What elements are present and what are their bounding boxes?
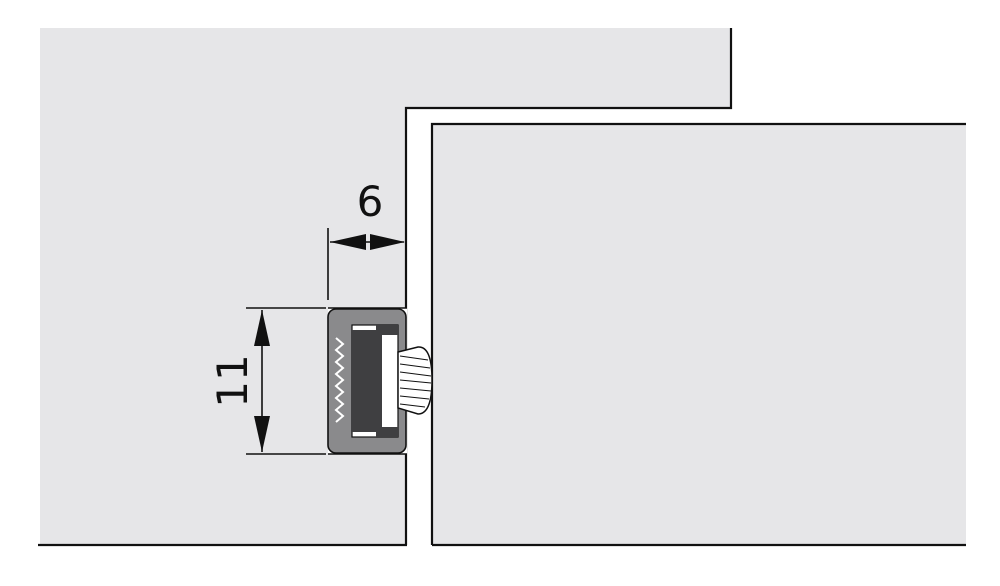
- seal-fin-line-4: [399, 379, 432, 384]
- frame-panel: [40, 28, 731, 545]
- height-dimension: 11: [208, 307, 326, 455]
- seal-fin-line-6: [399, 395, 430, 400]
- seal-strip-cap-top: [376, 325, 398, 335]
- seal-fin-line-5: [399, 387, 432, 392]
- height-dimension-label: 11: [208, 354, 257, 407]
- width-arrow-right: [370, 234, 405, 250]
- seal-strip-cap-bottom: [376, 427, 398, 437]
- seal-fin-line-2: [399, 363, 431, 369]
- seal-strip-inner: [382, 335, 392, 427]
- width-dimension: 6: [327, 177, 405, 300]
- seal-profile: [327, 308, 407, 454]
- height-arrow-bottom: [254, 416, 270, 452]
- seal-fin-shape: [397, 346, 433, 415]
- door-outline: [430, 122, 966, 545]
- height-arrow-top: [254, 310, 270, 346]
- seal-barbs: [334, 337, 345, 423]
- seal-fin-line-1: [399, 355, 429, 361]
- seal-fin-line-7: [399, 403, 426, 408]
- seal-dark-strip: [352, 330, 382, 432]
- width-arrow-left: [330, 234, 366, 250]
- door-panel: [432, 124, 966, 545]
- seal-fin: [397, 346, 433, 415]
- seal-fin-line-3: [399, 371, 432, 377]
- width-dimension-label: 6: [357, 177, 384, 226]
